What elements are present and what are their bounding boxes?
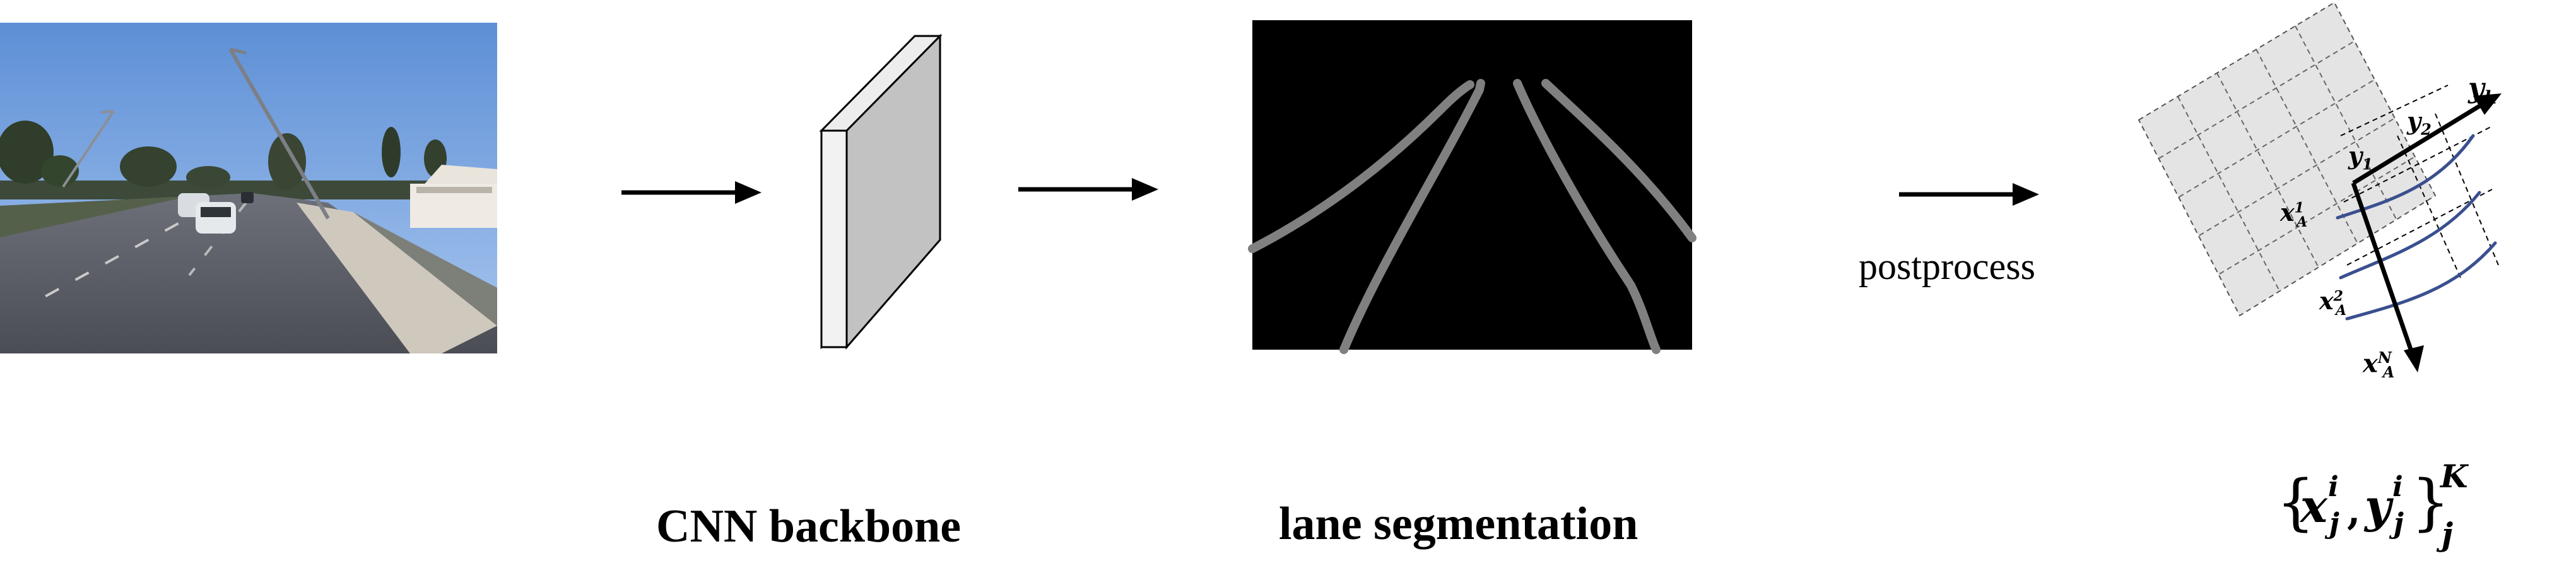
formula-x-sup: i: [2328, 471, 2339, 503]
cnn-backbone-block: [819, 33, 943, 350]
formula-open-brace: {: [2276, 467, 2315, 538]
axis-label-xn: xNA: [2363, 348, 2395, 382]
grid-square: [2138, 1, 2437, 317]
lane-segmentation-mask: [1248, 20, 1697, 354]
anchor-grid-diagram: [2138, 1, 2502, 372]
formula-outer-sub: j: [2442, 516, 2454, 553]
formula-x: x: [2300, 479, 2327, 533]
formula-comma: ,: [2347, 487, 2361, 533]
formula-y: y: [2365, 479, 2391, 533]
axis-label-x1: x1A: [2280, 198, 2308, 230]
formula-outer-sup: K: [2440, 458, 2468, 495]
formula-x-sub: j: [2329, 507, 2339, 540]
arrow-to-backbone: [621, 181, 762, 204]
axis-label-yk: yk: [2468, 72, 2497, 108]
axis-label-x2: x2A: [2319, 287, 2347, 319]
arrow-to-segmentation: [1018, 178, 1158, 201]
input-road-image: [0, 23, 497, 353]
axis-label-y2: y2: [2407, 107, 2432, 139]
formula-y-sub: j: [2394, 507, 2404, 540]
cnn-backbone-caption: CNN backbone: [656, 501, 962, 552]
postprocess-label: postprocess: [1859, 246, 2035, 287]
arrow-to-postprocess: [1899, 183, 2039, 206]
axis-label-y1: y1: [2348, 141, 2373, 174]
formula-y-sup: i: [2392, 471, 2403, 503]
formula-close-brace: }: [2411, 467, 2450, 538]
lane-segmentation-caption: lane segmentation: [1279, 498, 1638, 550]
